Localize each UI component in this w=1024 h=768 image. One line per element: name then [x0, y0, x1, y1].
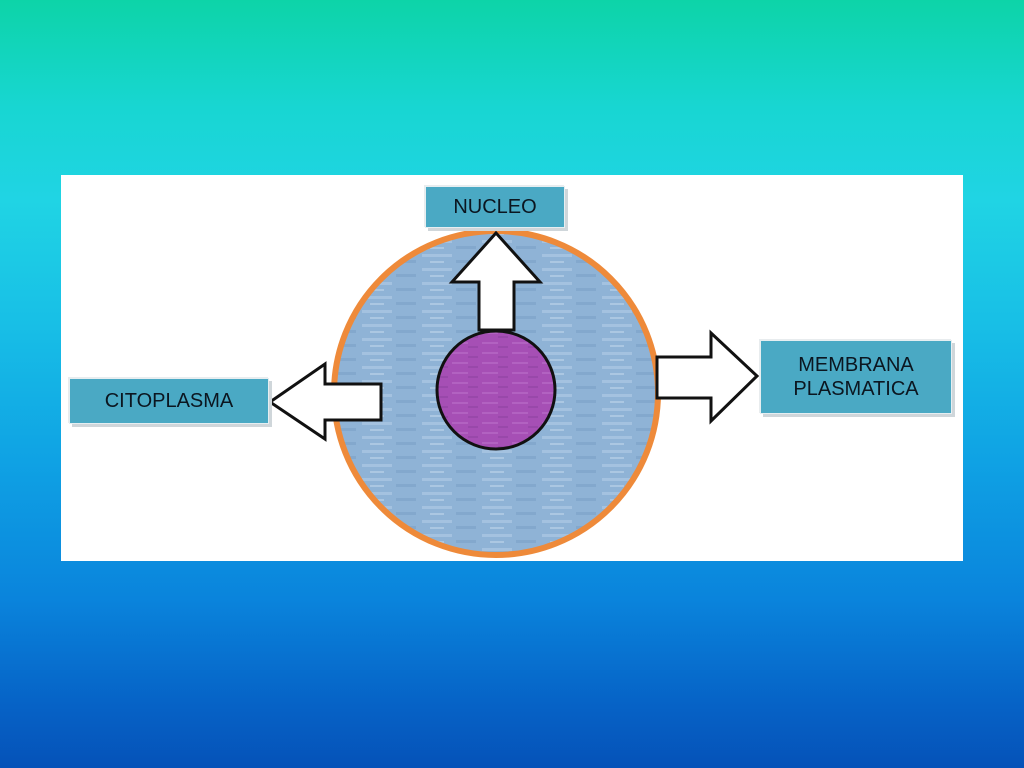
label-citoplasma-text: CITOPLASMA	[104, 390, 234, 412]
arrow-right-icon	[655, 329, 760, 425]
arrow-left-icon	[267, 361, 383, 442]
label-membrana-line2: PLASMATICA	[793, 378, 919, 400]
label-membrana-plasmatica: MEMBRANA PLASMATICA	[760, 340, 952, 414]
label-membrana-line1: MEMBRANA	[798, 354, 914, 376]
arrow-up-icon	[448, 230, 544, 332]
label-nucleo: NUCLEO	[425, 186, 565, 228]
label-nucleo-text: NUCLEO	[453, 196, 537, 218]
label-citoplasma: CITOPLASMA	[69, 378, 269, 424]
nucleus-circle	[435, 329, 557, 451]
